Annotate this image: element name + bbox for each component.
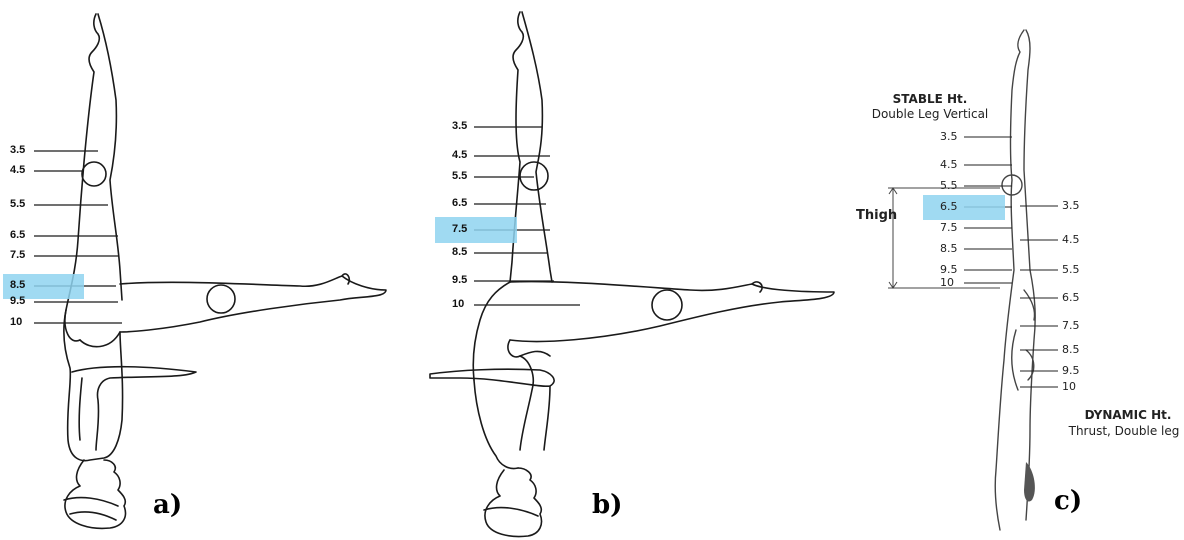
tick-label-c-left-3-5: 3.5 (940, 131, 958, 143)
tick-label-b-10: 10 (452, 299, 464, 310)
tick-label-c-right-8-5: 8.5 (1062, 344, 1080, 356)
thigh-label: Thigh (856, 208, 897, 223)
tick-label-c-right-5-5: 5.5 (1062, 264, 1080, 276)
tick-label-a-7-5: 7.5 (10, 250, 25, 261)
tick-label-c-right-4-5: 4.5 (1062, 234, 1080, 246)
tick-label-b-4-5: 4.5 (452, 150, 467, 161)
tick-label-a-10: 10 (10, 317, 22, 328)
stable-height-title: STABLE Ht. (870, 92, 990, 106)
tick-label-c-right-10: 10 (1062, 381, 1076, 393)
tick-label-c-right-9-5: 9.5 (1062, 365, 1080, 377)
tick-label-a-5-5: 5.5 (10, 199, 25, 210)
tick-label-a-6-5: 6.5 (10, 230, 25, 241)
tick-label-c-left-4-5: 4.5 (940, 159, 958, 171)
tick-label-a-9-5: 9.5 (10, 296, 25, 307)
tick-label-a-8-5: 8.5 (10, 280, 25, 291)
tick-label-c-right-3-5: 3.5 (1062, 200, 1080, 212)
tick-label-c-left-6-5: 6.5 (940, 201, 958, 213)
tick-label-c-left-9-5: 9.5 (940, 264, 958, 276)
highlight-7-5-b (435, 217, 517, 243)
tick-label-c-right-7-5: 7.5 (1062, 320, 1080, 332)
panel-letter-b: b) (592, 490, 622, 520)
tick-label-a-3-5: 3.5 (10, 145, 25, 156)
figure-c-drawing (840, 0, 1184, 540)
tick-label-c-left-8-5: 8.5 (940, 243, 958, 255)
panel-c: STABLE Ht. Double Leg Vertical Thigh 3.5… (840, 0, 1184, 540)
stable-height-subtitle: Double Leg Vertical (860, 107, 1000, 121)
tick-label-c-right-6-5: 6.5 (1062, 292, 1080, 304)
tick-label-b-9-5: 9.5 (452, 275, 467, 286)
tick-label-b-6-5: 6.5 (452, 198, 467, 209)
panel-b: 3.5 4.5 5.5 6.5 7.5 8.5 9.5 10 b) (400, 0, 840, 540)
tick-label-b-3-5: 3.5 (452, 121, 467, 132)
dynamic-height-title: DYNAMIC Ht. (1078, 408, 1178, 422)
panel-letter-c: c) (1054, 486, 1082, 516)
tick-label-b-8-5: 8.5 (452, 247, 467, 258)
tick-label-c-left-5-5: 5.5 (940, 180, 958, 192)
tick-label-a-4-5: 4.5 (10, 165, 25, 176)
tick-label-c-left-10: 10 (940, 277, 954, 289)
dynamic-height-subtitle: Thrust, Double leg (1064, 424, 1184, 438)
figure-a-drawing (0, 0, 400, 540)
tick-label-c-left-7-5: 7.5 (940, 222, 958, 234)
highlight-6-5-c (923, 195, 1005, 220)
tick-label-b-5-5: 5.5 (452, 171, 467, 182)
tick-label-b-7-5: 7.5 (452, 224, 467, 235)
panel-letter-a: a) (153, 490, 182, 520)
panel-a: 3.5 4.5 5.5 6.5 7.5 8.5 9.5 10 a) (0, 0, 400, 540)
figure-b-drawing (400, 0, 840, 540)
